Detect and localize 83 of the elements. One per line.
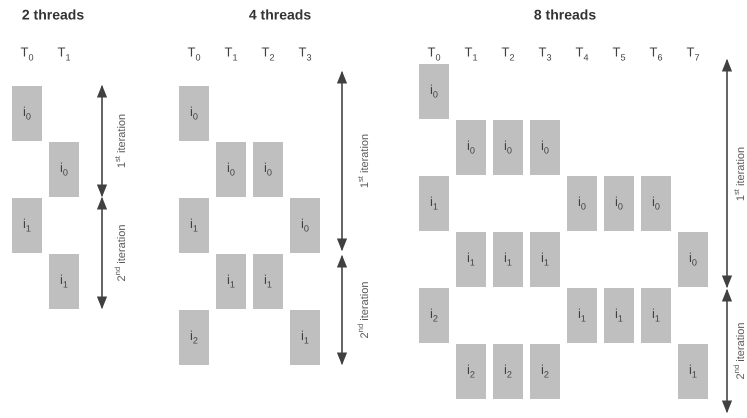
iteration-index: i$_{0}$: [190, 105, 198, 122]
thread-label: T$_{1}$: [58, 46, 70, 62]
iteration-index: i$_{0}$: [430, 83, 438, 100]
work-block: [179, 86, 209, 141]
work-block: [12, 86, 42, 141]
work-block: [216, 142, 246, 197]
work-block: [179, 310, 209, 365]
iteration-index: i$_{1}$: [227, 273, 235, 290]
iteration-index: i$_{1}$: [615, 307, 623, 324]
iteration-index: i$_{1}$: [23, 217, 31, 234]
work-block: [641, 288, 671, 343]
work-block: [493, 232, 523, 287]
iteration-index: i$_{0}$: [541, 139, 549, 156]
iteration-index: i$_{1}$: [652, 307, 660, 324]
work-block: [567, 176, 597, 231]
work-block: [49, 254, 79, 309]
thread-label: T$_{3}$: [298, 46, 312, 62]
iteration-index: i$_{0}$: [23, 105, 31, 122]
work-block: [179, 198, 209, 253]
work-block: [530, 120, 560, 175]
iteration-index: i$_{0}$: [301, 217, 309, 234]
work-block: [456, 120, 486, 175]
thread-label: T$_{0}$: [428, 46, 440, 62]
iteration-index: i$_{2}$: [504, 363, 512, 380]
work-block: [419, 288, 449, 343]
work-block: [604, 288, 634, 343]
thread-label: T$_{2}$: [262, 46, 274, 62]
iteration-index: i$_{0}$: [227, 161, 235, 178]
thread-label: T$_{7}$: [686, 46, 700, 62]
work-block: [641, 176, 671, 231]
work-block: [253, 142, 283, 197]
iteration-index: i$_{1}$: [264, 273, 272, 290]
panel-title: 4 threads: [248, 7, 312, 23]
work-block: [290, 310, 320, 365]
panel-title: 2 threads: [22, 7, 84, 23]
iteration-index: i$_{0}$: [689, 251, 697, 268]
iteration-index: i$_{2}$: [467, 363, 475, 380]
iteration-index: i$_{0}$: [615, 195, 623, 212]
thread-label: T$_{4}$: [576, 46, 588, 62]
work-block: [530, 232, 560, 287]
iteration-index: i$_{1}$: [504, 251, 512, 268]
thread-label: T$_{5}$: [612, 46, 626, 62]
iteration-index: i$_{1}$: [301, 329, 309, 346]
work-block: [493, 344, 523, 399]
iteration-index: i$_{1}$: [430, 195, 438, 212]
work-block: [290, 198, 320, 253]
work-block: [530, 344, 560, 399]
work-block: [49, 142, 79, 197]
iteration-index: i$_{0}$: [504, 139, 512, 156]
work-block: [678, 344, 708, 399]
work-block: [419, 176, 449, 231]
thread-label: T$_{2}$: [502, 46, 514, 62]
iteration-index: i$_{0}$: [264, 161, 272, 178]
thread-label: T$_{3}$: [538, 46, 552, 62]
thread-label: T$_{0}$: [188, 46, 200, 62]
iteration-index: i$_{0}$: [467, 139, 475, 156]
iteration-index: i$_{0}$: [578, 195, 586, 212]
iteration-index: i$_{1}$: [541, 251, 549, 268]
iteration-index: i$_{0}$: [60, 161, 68, 178]
iteration-index: i$_{2}$: [190, 329, 198, 346]
work-block: [253, 254, 283, 309]
iteration-index: i$_{1}$: [190, 217, 198, 234]
work-block: [567, 288, 597, 343]
work-block: [216, 254, 246, 309]
thread-label: T$_{6}$: [650, 46, 662, 62]
work-block: [456, 344, 486, 399]
iteration-index: i$_{1}$: [467, 251, 475, 268]
iteration-index: i$_{1}$: [60, 273, 68, 290]
thread-label: T$_{1}$: [464, 46, 478, 62]
work-block: [678, 232, 708, 287]
work-block: [456, 232, 486, 287]
work-block: [12, 198, 42, 253]
work-block: [419, 64, 449, 119]
work-block: [604, 176, 634, 231]
iteration-index: i$_{1}$: [689, 363, 697, 380]
iteration-index: i$_{2}$: [430, 307, 438, 324]
iteration-index: i$_{2}$: [541, 363, 549, 380]
thread-label: T$_{0}$: [20, 46, 34, 62]
thread-label: T$_{1}$: [224, 46, 238, 62]
iteration-index: i$_{0}$: [652, 195, 660, 212]
panel-title: 8 threads: [534, 7, 596, 23]
work-block: [493, 120, 523, 175]
iteration-index: i$_{1}$: [578, 307, 586, 324]
